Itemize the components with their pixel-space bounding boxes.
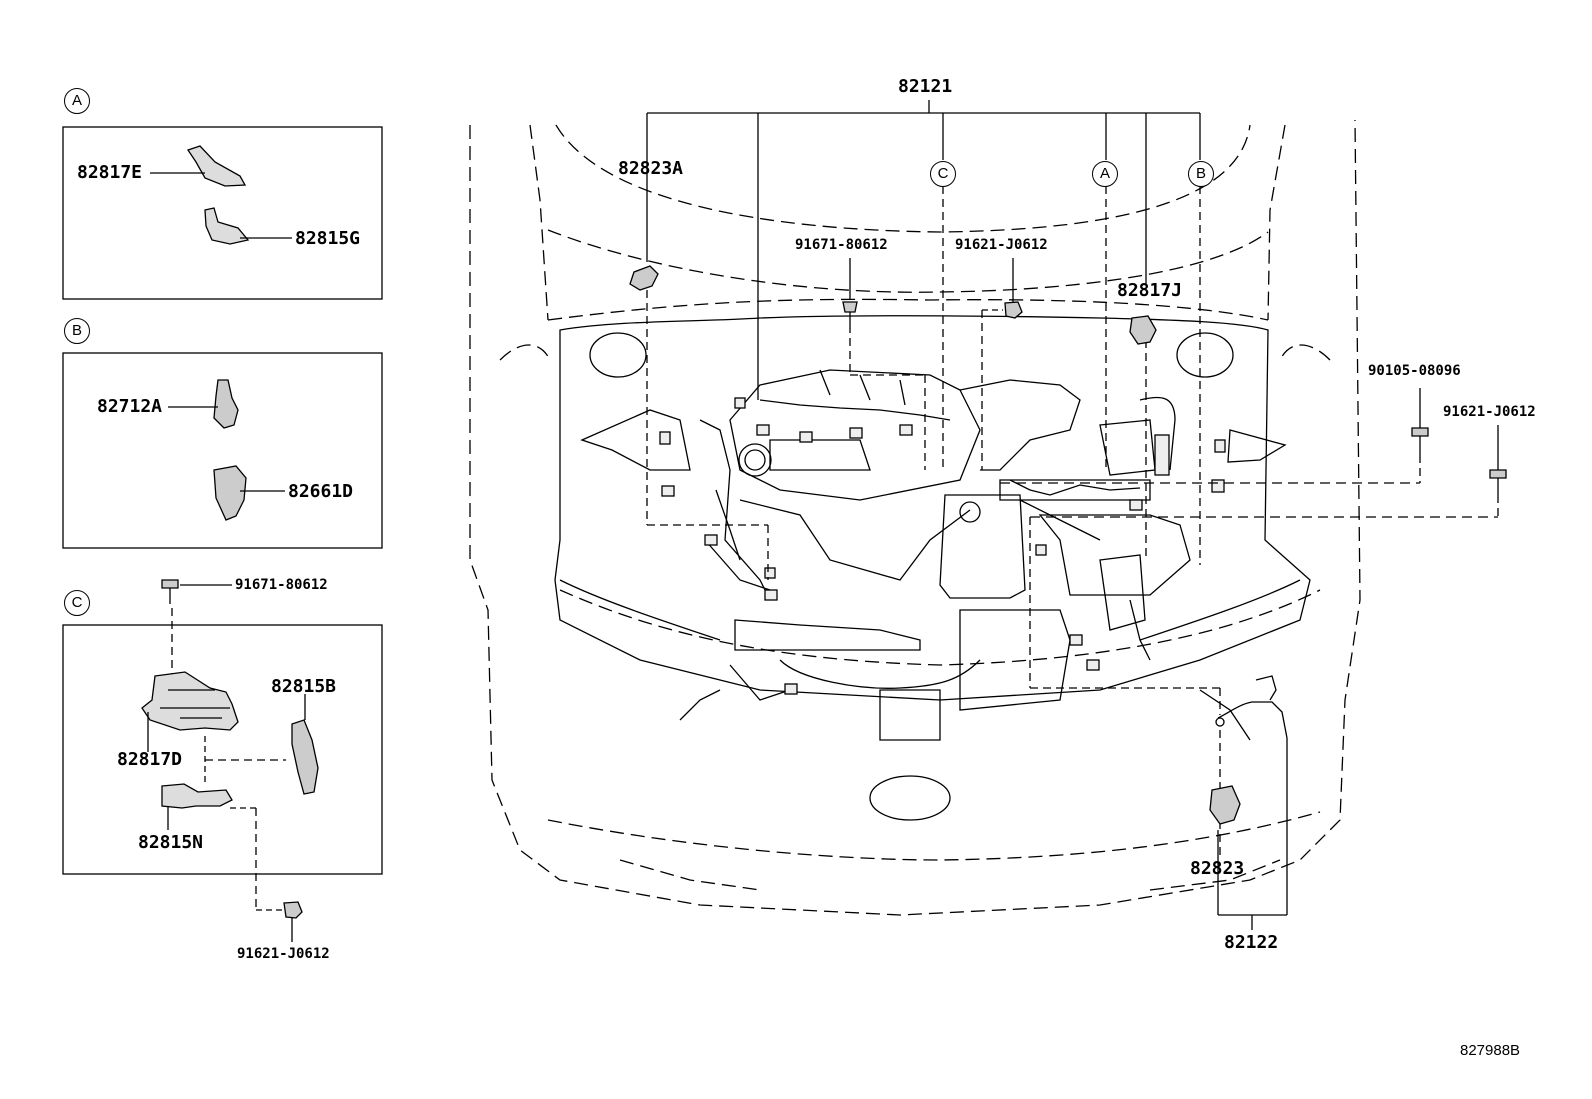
callout-a: A bbox=[1092, 161, 1118, 187]
part-82815g-label: 82815G bbox=[295, 228, 361, 249]
part-82122-label: 82122 bbox=[1224, 932, 1279, 953]
part-82823-clamp bbox=[1209, 785, 1241, 825]
callout-b: B bbox=[1188, 161, 1214, 187]
part-82815g-shape bbox=[204, 207, 292, 245]
part-82712a-shape bbox=[168, 379, 239, 429]
bolt-91621-j0612-main bbox=[1004, 301, 1023, 319]
engine-bay bbox=[554, 315, 1311, 821]
part-82122-harness bbox=[1215, 675, 1288, 739]
panel-b-tag: B bbox=[64, 318, 90, 344]
part-82815b-label: 82815B bbox=[271, 676, 337, 697]
bolt-90105-08096-label: 90105-08096 bbox=[1368, 363, 1461, 379]
part-82817e-shape bbox=[150, 145, 247, 187]
bolt-91621-j0612-far-right bbox=[1489, 469, 1507, 495]
bolt-90105-08096 bbox=[1411, 427, 1429, 455]
panel-c-bolt-top bbox=[161, 579, 232, 680]
part-82817j-clip bbox=[1129, 315, 1157, 345]
callout-c: C bbox=[930, 161, 956, 187]
part-82661d-label: 82661D bbox=[288, 481, 354, 502]
part-82712a-label: 82712A bbox=[97, 396, 163, 417]
part-82815n-shape bbox=[161, 736, 282, 911]
part-82815b-shape bbox=[205, 694, 319, 795]
part-82823a-label: 82823A bbox=[618, 158, 684, 179]
leader-lines bbox=[646, 182, 1499, 930]
part-82817e-label: 82817E bbox=[77, 162, 143, 183]
reference-code: 827988B bbox=[1460, 1042, 1521, 1059]
panel-c-box bbox=[62, 624, 383, 875]
bolt-91671-80612-label: 91671-80612 bbox=[235, 577, 328, 593]
bolt-91671-80612-main bbox=[842, 301, 858, 325]
part-82661d-shape bbox=[213, 465, 285, 521]
harness-82121-bracket bbox=[646, 100, 1201, 400]
bolt-91671-80612-main-label: 91671-80612 bbox=[795, 237, 888, 253]
bolt-91621-j0612-main-label: 91621-J0612 bbox=[955, 237, 1048, 253]
panel-c-tag: C bbox=[64, 590, 90, 616]
panel-c-connector-cluster bbox=[141, 671, 239, 752]
panel-a-tag: A bbox=[64, 88, 90, 114]
bolt-91621-j0612-label: 91621-J0612 bbox=[237, 946, 330, 962]
harness-82121-label: 82121 bbox=[898, 76, 953, 97]
part-82815n-label: 82815N bbox=[138, 832, 204, 853]
part-82817d-label: 82817D bbox=[117, 749, 183, 770]
part-82823-label: 82823 bbox=[1190, 858, 1245, 879]
panel-b-box bbox=[62, 352, 383, 549]
part-82823a-clamp bbox=[629, 265, 659, 291]
panel-a-box bbox=[62, 126, 383, 300]
part-82817j-label: 82817J bbox=[1117, 280, 1183, 301]
panel-c-bolt-bottom bbox=[283, 901, 303, 942]
bolt-91621-j0612-far-right-label: 91621-J0612 bbox=[1443, 404, 1536, 420]
